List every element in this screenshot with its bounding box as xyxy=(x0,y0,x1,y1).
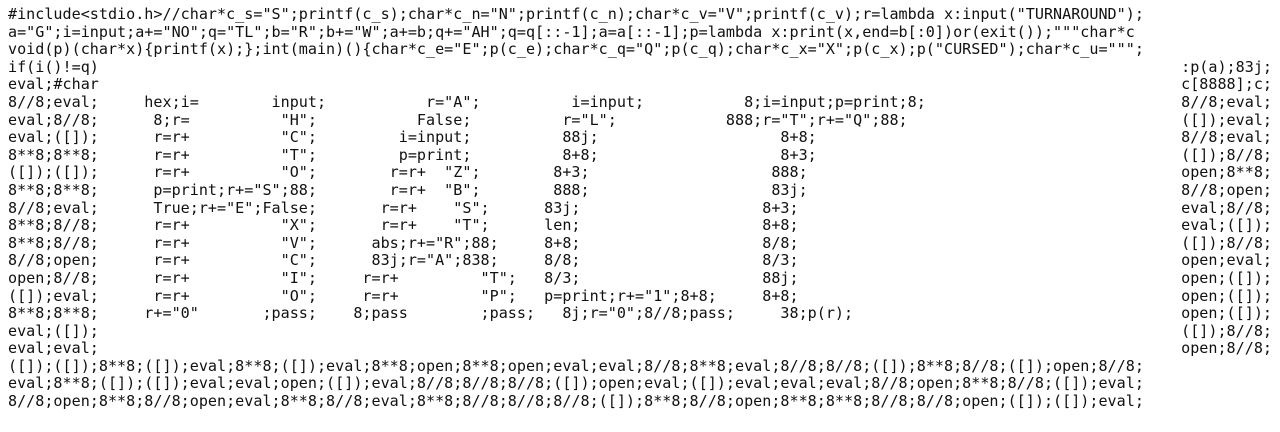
code-text: ([]);([]);8**8;([]);eval;8**8;([]);eval;… xyxy=(8,356,1144,375)
code-line-11: 8**8;8**8; p=print;r+="S";88; r=r+ "B"; … xyxy=(8,180,1272,200)
code-text-right: :p(a);83j; xyxy=(1181,57,1272,76)
code-line-21: ([]);([]);8**8;([]);eval;8**8;([]);eval;… xyxy=(8,356,1272,376)
code-text: a="G";i=input;a+="NO";q="TL";b="R";b+="W… xyxy=(8,22,1135,41)
code-text: void(p)(char*x){printf(x);};int(main)(){… xyxy=(8,40,1144,59)
code-line-14: 8**8;8//8; r=r+ "V"; abs;r+="R";88; 8+8;… xyxy=(8,233,1272,253)
code-text-right: open;([]); xyxy=(1181,304,1272,323)
code-text-right: c[8888];c; xyxy=(1181,75,1272,94)
code-text: eval;([]); r=r+ "C"; i=input; 88j; 8+8; xyxy=(8,128,817,147)
code-line-1: #include<stdio.h>//char*c_s="S";printf(c… xyxy=(8,5,1272,24)
code-line-5: eval;#char c[8888];c; xyxy=(8,76,1272,94)
code-text: open;8//8; r=r+ "I"; r=r+ "T"; 8/3; 88j; xyxy=(8,268,799,287)
code-line-22: eval;8**8;([]);([]);eval;eval;open;([]);… xyxy=(8,375,1272,393)
code-line-13: 8**8;8//8; r=r+ "X"; r=r+ "T"; len; 8+8;… xyxy=(8,217,1272,235)
code-text: 8//8;eval; True;r+="E";False; r=r+ "S"; … xyxy=(8,198,799,217)
code-text: 8**8;8**8; r=r+ "T"; p=print; 8+8; 8+3; xyxy=(8,145,817,164)
code-line-20: eval;eval; open;8//8; xyxy=(8,340,1272,358)
code-text: eval;#char xyxy=(8,75,99,94)
code-line-3: void(p)(char*x){printf(x);};int(main)(){… xyxy=(8,41,1272,59)
code-line-6: 8//8;eval; hex;i= input; r="A"; i=input;… xyxy=(8,92,1272,112)
code-text: eval;eval; xyxy=(8,339,99,358)
code-block: #include<stdio.h>//char*c_s="S";printf(c… xyxy=(8,5,1272,411)
code-line-2: a="G";i=input;a+="NO";q="TL";b="R";b+="W… xyxy=(8,22,1272,42)
code-line-12: 8//8;eval; True;r+="E";False; r=r+ "S"; … xyxy=(8,198,1272,218)
code-line-17: ([]);eval; r=r+ "O"; r=r+ "P"; p=print;r… xyxy=(8,286,1272,306)
code-text: 8//8;open; r=r+ "C"; 83j;r="A";838; 8/8;… xyxy=(8,251,799,270)
code-line-7: eval;8//8; 8;r= "H"; False; r="L"; 888;r… xyxy=(8,110,1272,130)
code-line-23: 8//8;open;8**8;8//8;open;eval;8**8;8//8;… xyxy=(8,392,1272,411)
code-text: 8//8;eval; hex;i= input; r="A"; i=input;… xyxy=(8,92,926,111)
code-line-10: ([]);([]); r=r+ "O"; r=r+ "Z"; 8+3; 888;… xyxy=(8,164,1272,182)
code-text-right: eval;([]); xyxy=(1181,216,1272,235)
code-text: #include<stdio.h>//char*c_s="S";printf(c… xyxy=(8,5,1144,23)
code-line-4: if(i()!=q) :p(a);83j; xyxy=(8,57,1272,77)
code-text-right: open;8//8; xyxy=(1181,339,1272,358)
code-text: 8**8;8**8; p=print;r+="S";88; r=r+ "B"; … xyxy=(8,180,808,199)
code-line-18: 8**8;8**8; r+="0" ;pass; 8;pass ;pass; 8… xyxy=(8,304,1272,323)
code-text-right: 8//8;open; xyxy=(1181,180,1272,199)
code-text-right: ([]);8//8; xyxy=(1181,233,1272,252)
code-text-right: eval;8//8; xyxy=(1181,198,1272,217)
code-text: eval;([]); xyxy=(8,321,99,340)
code-text-right: open;([]); xyxy=(1181,268,1272,287)
code-line-16: open;8//8; r=r+ "I"; r=r+ "T"; 8/3; 88j;… xyxy=(8,268,1272,288)
code-line-15: 8//8;open; r=r+ "C"; 83j;r="A";838; 8/8;… xyxy=(8,252,1272,270)
code-text-right: 8//8;eval; xyxy=(1181,128,1272,147)
code-text-right: 8//8;eval; xyxy=(1181,92,1272,111)
code-text: ([]);eval; r=r+ "O"; r=r+ "P"; p=print;r… xyxy=(8,286,799,305)
code-line-9: 8**8;8**8; r=r+ "T"; p=print; 8+8; 8+3; (… xyxy=(8,145,1272,165)
code-text: eval;8**8;([]);([]);eval;eval;open;([]);… xyxy=(8,374,1144,393)
code-text-right: open;8**8; xyxy=(1181,163,1272,182)
code-text-right: open;([]); xyxy=(1181,286,1272,305)
code-text-right: ([]);8//8; xyxy=(1181,321,1272,340)
code-text-right: ([]);eval; xyxy=(1181,110,1272,129)
code-text-right: ([]);8//8; xyxy=(1181,145,1272,164)
code-text-right: open;eval; xyxy=(1181,251,1272,270)
code-text: 8**8;8**8; r+="0" ;pass; 8;pass ;pass; 8… xyxy=(8,304,854,323)
code-text: if(i()!=q) xyxy=(8,57,99,76)
code-text: 8**8;8//8; r=r+ "V"; abs;r+="R";88; 8+8;… xyxy=(8,233,799,252)
code-text: 8**8;8//8; r=r+ "X"; r=r+ "T"; len; 8+8; xyxy=(8,216,799,235)
code-text: ([]);([]); r=r+ "O"; r=r+ "Z"; 8+3; 888; xyxy=(8,163,808,182)
code-text: eval;8//8; 8;r= "H"; False; r="L"; 888;r… xyxy=(8,110,908,129)
code-line-8: eval;([]); r=r+ "C"; i=input; 88j; 8+8; 8… xyxy=(8,129,1272,147)
code-line-19: eval;([]); ([]);8//8; xyxy=(8,321,1272,341)
code-text: 8//8;open;8**8;8//8;open;eval;8**8;8//8;… xyxy=(8,392,1144,411)
